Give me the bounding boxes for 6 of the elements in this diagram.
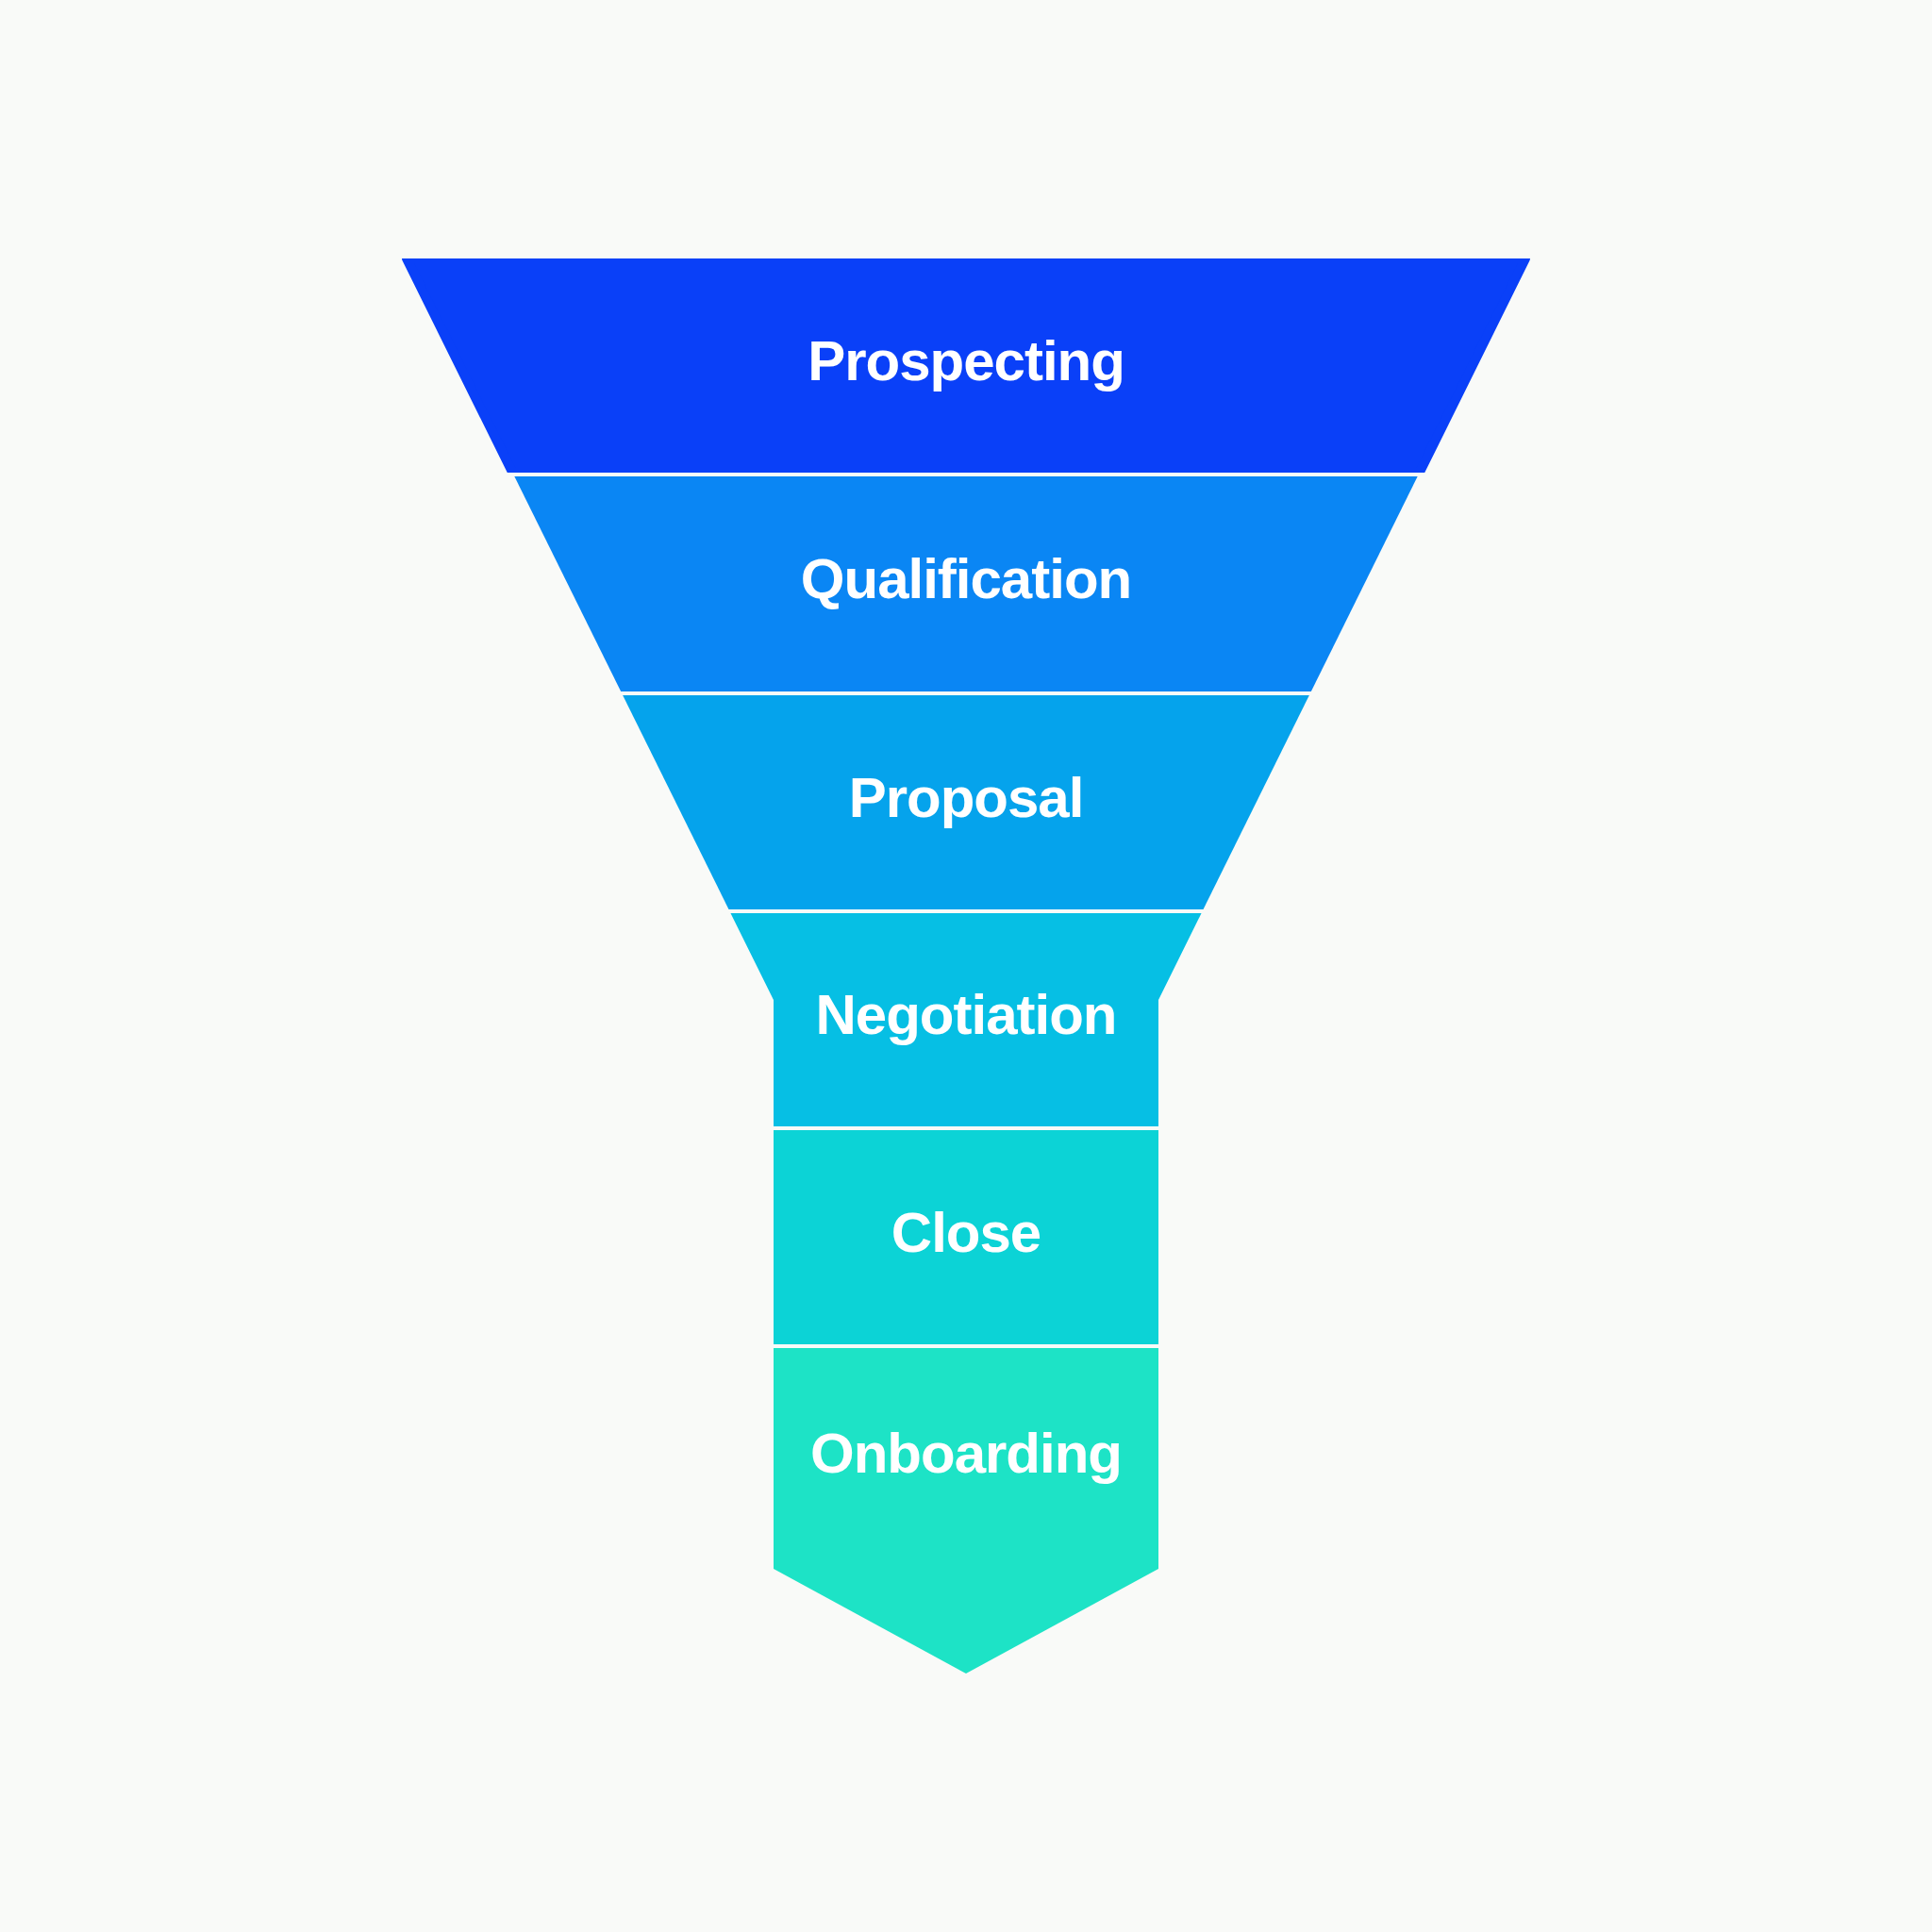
stage-label: Prospecting: [808, 327, 1124, 394]
stage-label: Negotiation: [815, 982, 1117, 1048]
stage-label: Proposal: [848, 764, 1084, 831]
stage-label: Onboarding: [810, 1421, 1122, 1487]
stage-label: Close: [891, 1199, 1041, 1266]
stage-label: Qualification: [800, 546, 1132, 612]
